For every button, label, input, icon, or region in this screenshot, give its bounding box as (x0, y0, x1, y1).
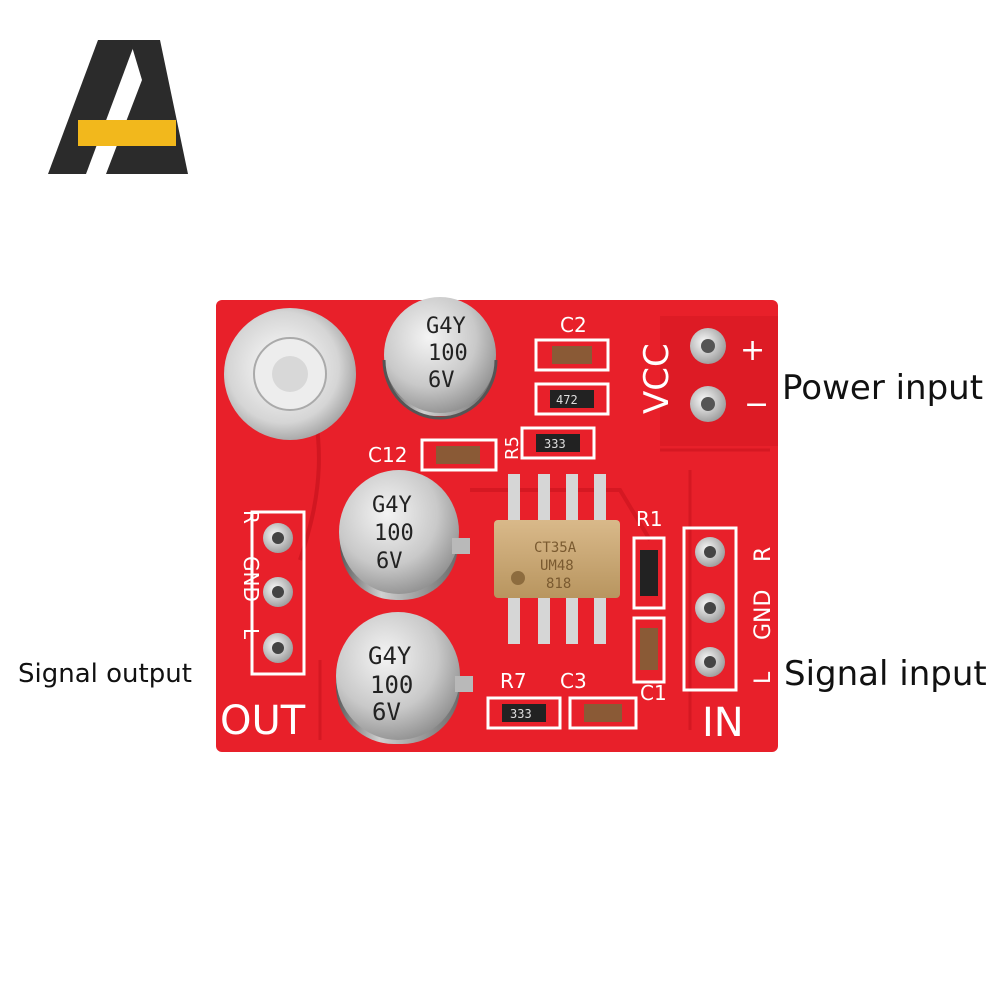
capacitor-marking-line2: 100 (428, 341, 468, 366)
capacitor-bottom: G4Y 100 6V (336, 612, 473, 744)
signal-output-label: Signal output (18, 659, 192, 689)
capacitor-marking-line1: G4Y (368, 642, 412, 670)
silk-plus: + (740, 333, 765, 368)
silk-in: IN (702, 700, 744, 746)
mounting-hole (224, 308, 356, 440)
chip-marking-line1: CT35A (534, 540, 577, 556)
ic-chip: CT35A UM48 818 (494, 474, 620, 644)
smd-components: 472 333 333 (420, 338, 666, 730)
resistor-code-r5: 333 (544, 437, 566, 451)
capacitor-marking-line3: 6V (376, 549, 403, 574)
silk-out-r: R (239, 510, 263, 524)
resistor-code-top: 472 (556, 393, 578, 407)
silk-c12: C12 (368, 443, 407, 467)
silk-r7: R7 (500, 669, 527, 693)
brand-logo (48, 40, 188, 174)
output-header (250, 510, 306, 676)
silk-c1: C1 (640, 681, 667, 705)
capacitor-middle: G4Y 100 6V (339, 470, 470, 600)
silk-in-l: L (751, 671, 776, 684)
silk-out-l: L (239, 628, 263, 640)
capacitor-marking-line2: 100 (374, 521, 414, 546)
capacitor-top: G4Y 100 6V (382, 297, 498, 420)
chip-marking-line2: UM48 (540, 558, 574, 574)
input-header (682, 526, 738, 692)
capacitor-marking-line2: 100 (370, 671, 413, 699)
capacitor-marking-line3: 6V (372, 698, 401, 726)
power-input-label: Power input (782, 368, 984, 408)
resistor-code-r7: 333 (510, 707, 532, 721)
silk-out: OUT (220, 698, 306, 744)
silk-in-gnd: GND (751, 590, 776, 640)
silk-r1: R1 (636, 507, 663, 531)
silk-in-r: R (751, 547, 776, 562)
chip-marking-line3: 818 (546, 576, 571, 592)
signal-input-label: Signal input (784, 654, 987, 694)
silk-c3: C3 (560, 669, 587, 693)
silk-r5: R5 (502, 436, 523, 460)
capacitor-marking-line3: 6V (428, 368, 455, 393)
capacitor-marking-line1: G4Y (426, 314, 466, 339)
capacitor-marking-line1: G4Y (372, 493, 412, 518)
silk-minus: − (744, 387, 769, 422)
power-pads (690, 328, 726, 422)
silk-out-gnd: GND (239, 556, 263, 602)
silk-vcc: VCC (637, 343, 677, 414)
silk-c2: C2 (560, 313, 587, 337)
